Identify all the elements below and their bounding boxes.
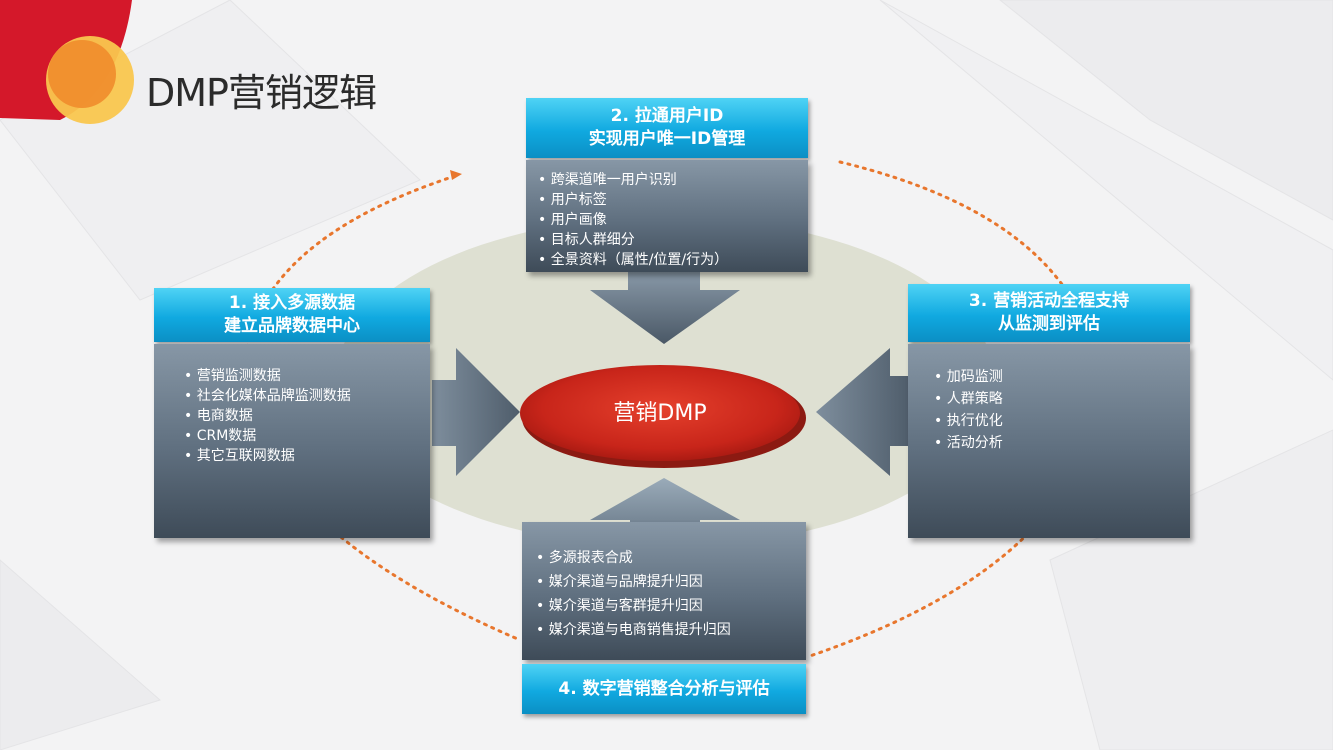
box2-item: 跨渠道唯一用户识别: [538, 170, 808, 190]
box1-body: 营销监测数据 社会化媒体品牌监测数据 电商数据 CRM数据 其它互联网数据: [154, 344, 430, 538]
box1-header-line1: 1. 接入多源数据: [228, 293, 356, 313]
box4-body: 多源报表合成 媒介渠道与品牌提升归因 媒介渠道与客群提升归因 媒介渠道与电商销售…: [522, 522, 806, 660]
box2-list: 跨渠道唯一用户识别 用户标签 用户画像 目标人群细分 全景资料（属性/位置/行为…: [526, 160, 808, 270]
box1-item: CRM数据: [184, 426, 430, 446]
orbit-dotted-path: [243, 174, 522, 642]
box4-header-line1: 4. 数字营销整合分析与评估: [558, 678, 770, 699]
box4-item: 媒介渠道与品牌提升归因: [536, 570, 806, 594]
box3-item: 人群策略: [934, 388, 1190, 410]
box1-item: 社会化媒体品牌监测数据: [184, 386, 430, 406]
box2-header-line2: 实现用户唯一ID管理: [588, 129, 746, 149]
box1-item: 其它互联网数据: [184, 446, 430, 466]
box2-item: 目标人群细分: [538, 230, 808, 250]
box1-header-line2: 建立品牌数据中心: [224, 316, 360, 336]
orbit-arrowhead: [450, 170, 462, 180]
arrow-left: [816, 348, 910, 476]
box4-header: 4. 数字营销整合分析与评估: [522, 664, 806, 714]
box1-item: 营销监测数据: [184, 366, 430, 386]
box3-list: 加码监测 人群策略 执行优化 活动分析: [908, 344, 1190, 454]
box2-item: 用户标签: [538, 190, 808, 210]
arrow-right: [432, 348, 520, 476]
center-ellipse: [520, 365, 800, 461]
box4-item: 多源报表合成: [536, 546, 806, 570]
box2-item: 全景资料（属性/位置/行为）: [538, 250, 808, 270]
box1-list: 营销监测数据 社会化媒体品牌监测数据 电商数据 CRM数据 其它互联网数据: [154, 344, 430, 466]
arrow-down: [590, 270, 740, 344]
box3-header-line2: 从监测到评估: [998, 314, 1100, 334]
box2-body: 跨渠道唯一用户识别 用户标签 用户画像 目标人群细分 全景资料（属性/位置/行为…: [526, 160, 808, 272]
box4-item: 媒介渠道与电商销售提升归因: [536, 618, 806, 642]
box1-item: 电商数据: [184, 406, 430, 426]
box1-header: 1. 接入多源数据 建立品牌数据中心: [154, 288, 430, 342]
box4-item: 媒介渠道与客群提升归因: [536, 594, 806, 618]
box2-header: 2. 拉通用户ID 实现用户唯一ID管理: [526, 98, 808, 158]
box2-header-line1: 2. 拉通用户ID: [610, 106, 724, 126]
corner-orange-circle: [48, 40, 116, 108]
box3-item: 活动分析: [934, 432, 1190, 454]
box2-item: 用户画像: [538, 210, 808, 230]
box4-list: 多源报表合成 媒介渠道与品牌提升归因 媒介渠道与客群提升归因 媒介渠道与电商销售…: [522, 522, 806, 642]
box3-header-line1: 3. 营销活动全程支持: [968, 291, 1130, 311]
box3-header: 3. 营销活动全程支持 从监测到评估: [908, 284, 1190, 342]
box3-item: 加码监测: [934, 366, 1190, 388]
arrow-up: [590, 478, 740, 530]
box3-item: 执行优化: [934, 410, 1190, 432]
page-title: DMP营销逻辑: [146, 71, 377, 115]
center-label: 营销DMP: [613, 401, 707, 426]
box3-body: 加码监测 人群策略 执行优化 活动分析: [908, 344, 1190, 538]
